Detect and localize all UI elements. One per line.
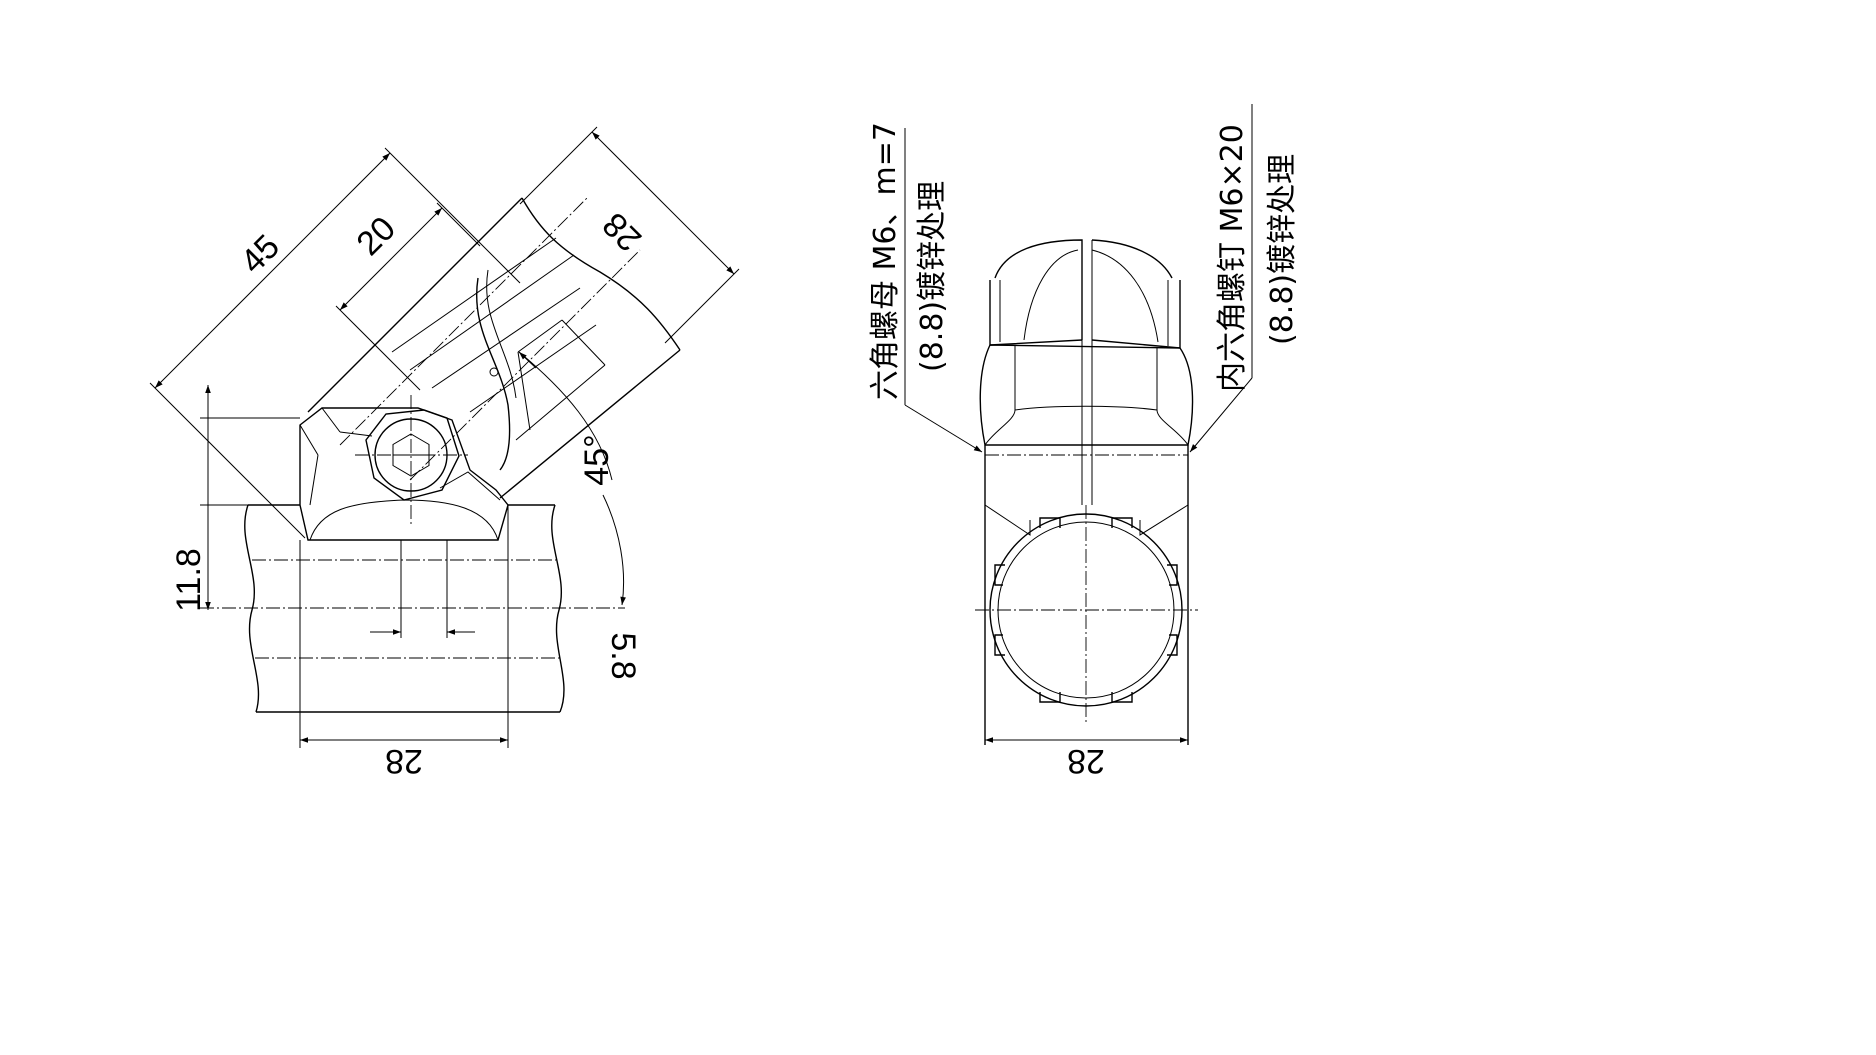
dim-11-8: 11.8 bbox=[170, 385, 300, 612]
note-hex-nut: 六角螺母 M6、m=7 (8.8)镀锌处理 bbox=[868, 122, 983, 453]
hex-nut bbox=[355, 395, 468, 525]
angle-45-label: 45° bbox=[578, 434, 616, 485]
body bbox=[979, 344, 1194, 745]
left-view: 45 20 28 11.8 5.8 bbox=[149, 126, 740, 780]
dim-28-right-bottom-label: 28 bbox=[1067, 742, 1105, 780]
note-hex-nut-line1: 六角螺母 M6、m=7 bbox=[868, 122, 903, 400]
bolt-centerlines bbox=[400, 540, 448, 638]
clamp-body bbox=[299, 407, 509, 541]
angle-45: 45° bbox=[518, 351, 626, 606]
tube-profile bbox=[975, 513, 1198, 707]
dim-28-left-bottom: 28 bbox=[299, 505, 509, 780]
dim-45: 45 bbox=[149, 147, 521, 539]
note-socket-screw-line2: (8.8)镀锌处理 bbox=[1265, 154, 1300, 345]
technical-drawing: 45 20 28 11.8 5.8 bbox=[149, 104, 1300, 780]
dim-28-top-label: 28 bbox=[595, 205, 649, 259]
dim-28-top: 28 bbox=[519, 126, 740, 344]
center-split bbox=[985, 240, 1188, 725]
dim-45-label: 45 bbox=[233, 227, 287, 281]
horizontal-pipe bbox=[200, 504, 625, 713]
right-view: 28 六角螺母 M6、m=7 (8.8)镀锌处理 内六角螺钉 M6×20 (8.… bbox=[868, 104, 1300, 780]
dim-11-8-label: 11.8 bbox=[170, 548, 208, 612]
note-socket-screw-line1: 内六角螺钉 M6×20 bbox=[1215, 124, 1250, 392]
note-socket-screw: 内六角螺钉 M6×20 (8.8)镀锌处理 bbox=[1189, 104, 1300, 453]
dim-28-right-bottom: 28 bbox=[985, 737, 1188, 780]
dim-5-8: 5.8 bbox=[370, 629, 642, 680]
dim-5-8-label: 5.8 bbox=[604, 632, 642, 679]
dome bbox=[989, 239, 1181, 349]
dim-28-left-bottom-label: 28 bbox=[385, 742, 423, 780]
note-hex-nut-line2: (8.8)镀锌处理 bbox=[915, 181, 950, 372]
